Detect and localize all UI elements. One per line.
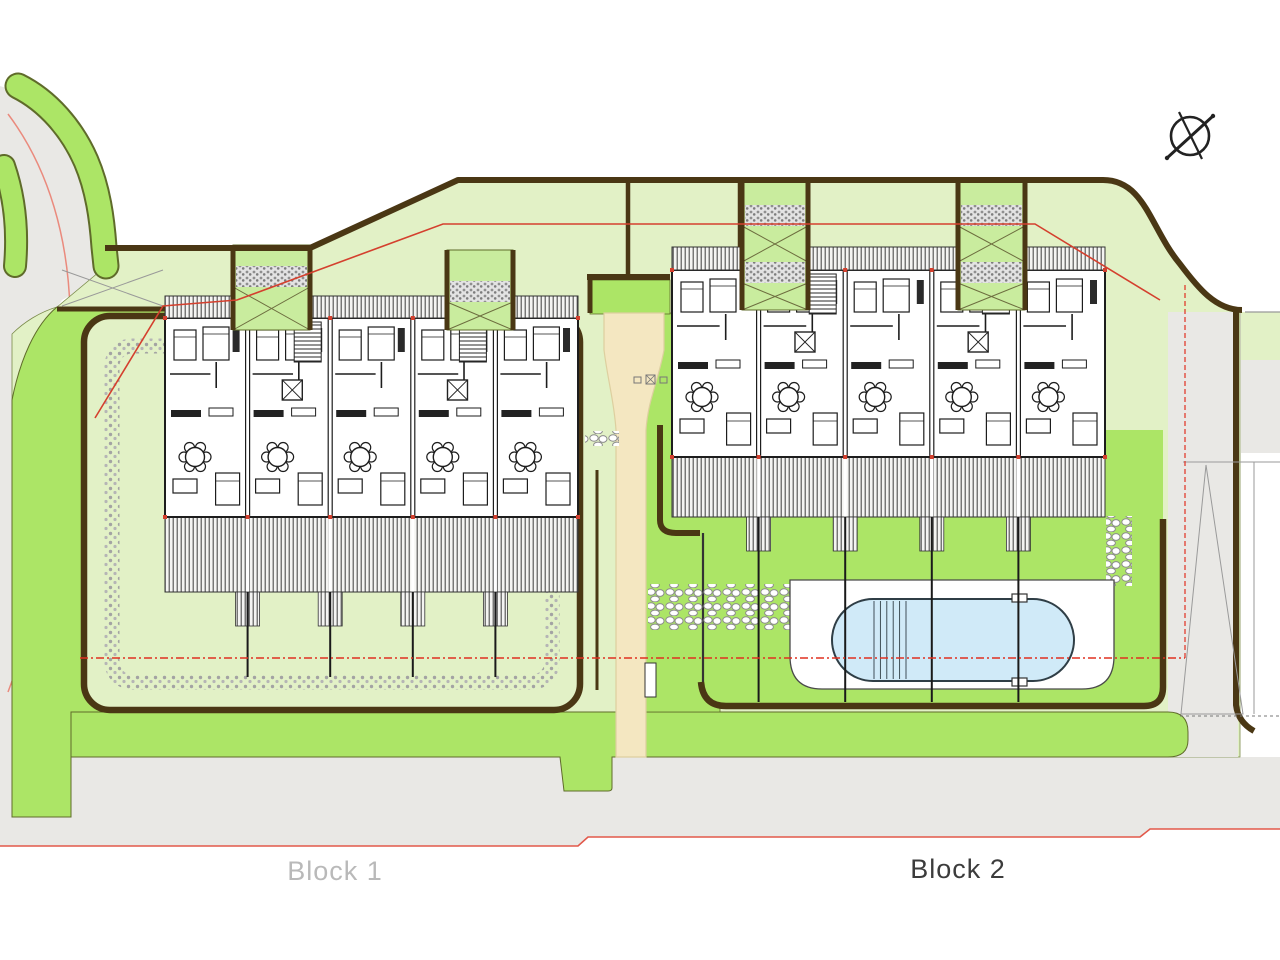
parking-bay xyxy=(444,249,516,331)
gravel-strip xyxy=(745,205,805,226)
gravel-strip xyxy=(236,266,307,287)
stair-core xyxy=(808,273,837,315)
parking-bay xyxy=(739,181,811,311)
gravel-strip xyxy=(961,205,1022,226)
block-2-building xyxy=(670,181,1107,702)
block-2-garden-wall xyxy=(697,519,1167,710)
north-arrow-icon xyxy=(1164,111,1216,161)
road-bottom xyxy=(0,690,1280,846)
entrance-splay xyxy=(61,269,164,307)
roof-terrace xyxy=(807,246,959,271)
boundary-walls xyxy=(57,177,1280,734)
parking-bay xyxy=(955,181,1028,311)
title-boundary-line xyxy=(94,223,1161,419)
pool-ladder-icon xyxy=(1011,593,1028,603)
roof-terrace xyxy=(164,295,234,319)
gravel-strip xyxy=(961,262,1022,283)
dining-table xyxy=(184,446,206,468)
dining-table xyxy=(691,386,713,408)
cobble-path xyxy=(648,584,798,630)
road-boundary-line xyxy=(0,828,1280,847)
block-1-building xyxy=(163,244,580,677)
dining-table xyxy=(515,446,536,468)
terrace-deck xyxy=(671,456,1106,518)
swimming-pool xyxy=(831,598,1075,682)
dining-table xyxy=(1038,386,1059,408)
dining-table xyxy=(865,386,886,408)
gravel-strip xyxy=(745,262,805,283)
road-verge xyxy=(6,74,118,278)
roof-terrace xyxy=(671,246,743,271)
terrace-deck xyxy=(164,516,579,593)
footpath xyxy=(603,312,665,758)
dining-table xyxy=(432,446,453,468)
roof-terrace xyxy=(512,295,579,319)
driveway-splay xyxy=(1180,464,1244,715)
dining-table xyxy=(951,386,972,408)
boundary-wall-right xyxy=(1233,310,1256,734)
dining-table xyxy=(778,386,799,408)
boundary-wall-top xyxy=(105,177,1243,313)
gravel-strip xyxy=(450,281,510,302)
gate-post xyxy=(644,662,657,698)
dining-table xyxy=(350,446,371,468)
red-boundary-lines xyxy=(0,223,1280,847)
central-footpath xyxy=(603,312,665,758)
pool-ladder-icon xyxy=(1011,677,1028,687)
dining-table xyxy=(267,446,288,468)
bench-icon xyxy=(633,374,668,385)
roof-terrace xyxy=(309,295,448,319)
